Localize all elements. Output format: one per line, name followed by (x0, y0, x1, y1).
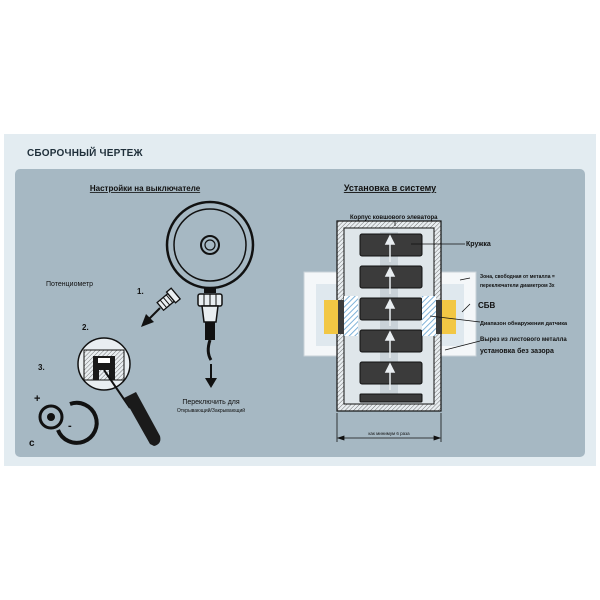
cable-gland (197, 287, 223, 361)
left-heading: Настройки на выключателе (90, 184, 201, 193)
dimension-line (336, 413, 442, 442)
potentiometer-label: Потенциометр (46, 281, 93, 288)
minus-sign: - (68, 420, 72, 432)
c-label: c (29, 438, 35, 449)
switch-label: Переключить для (182, 399, 240, 406)
adjust-dial-icon (38, 400, 99, 445)
page-title: СБОРОЧНЫЙ ЧЕРТЕЖ (27, 148, 143, 159)
plus-sign: + (34, 393, 40, 405)
range-label: Диапазон обнаружения датчика (480, 320, 568, 327)
switch-sublabel: Открывающий/Закрывающий (177, 407, 245, 414)
step-2-label: 2. (82, 323, 89, 332)
step-3-label: 3. (38, 363, 45, 372)
step-1-label: 1. (137, 287, 144, 296)
dimension-label: как минимум 6 раза (368, 431, 410, 436)
sensor-right (422, 296, 456, 336)
zone-label-line-1: Зона, свободная от металла = (480, 273, 555, 280)
screwdriver (103, 369, 161, 446)
housing-label: Корпус ковшового элеватора (350, 215, 438, 221)
belt-direction-arrows (384, 234, 396, 390)
cutout-label-line-2: установка без зазора (480, 347, 554, 355)
cup-label: Кружка (466, 241, 491, 248)
diagram-panel (15, 169, 585, 457)
cap-arrow (141, 307, 161, 327)
potentiometer-slot (77, 337, 131, 391)
cutout-label-line-1: Вырез из листового металла (480, 337, 567, 343)
leader-lines (394, 221, 481, 351)
potentiometer-cap (156, 287, 182, 312)
elevator-cups (359, 233, 423, 403)
sensor-left (324, 296, 358, 336)
right-heading: Установка в систему (344, 183, 436, 193)
zone-label-line-2: переключатели диаметром 3x (480, 283, 555, 289)
down-arrow (205, 364, 217, 388)
sensor-disk (165, 200, 255, 290)
sbv-label: СБВ (478, 301, 496, 310)
